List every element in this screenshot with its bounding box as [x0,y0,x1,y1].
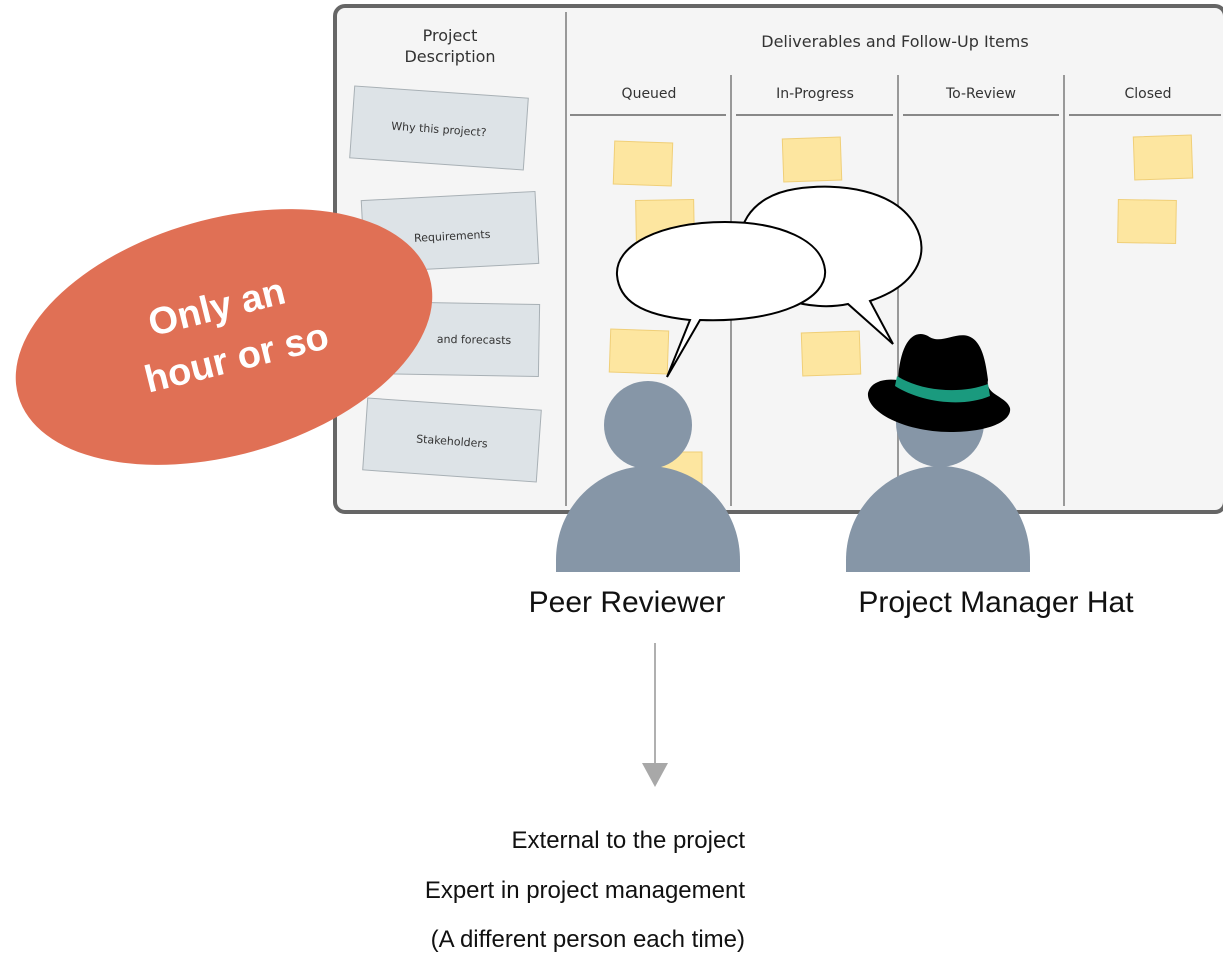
column-header-closed: Closed [1124,86,1171,102]
card-label: and forecasts [437,333,512,347]
column-header-to-review: To-Review [945,86,1016,102]
card-label: Stakeholders [416,433,489,451]
sticky-note [800,330,862,377]
project-description-title-1: Project [423,26,478,45]
speech-bubble-reviewer [615,220,827,378]
card-label: Requirements [414,228,491,245]
sticky-note [781,136,843,183]
trait-different-person: (A different person each time) [431,926,745,953]
card-why-this-project: Why this project? [349,85,529,171]
peer-reviewer-person-icon [556,381,740,572]
trait-external: External to the project [512,827,746,854]
column-header-in-progress: In-Progress [776,86,854,102]
card-stakeholders: Stakeholders [362,397,542,483]
sticky-note [1132,134,1194,181]
project-description-title-2: Description [404,47,495,66]
peer-reviewer-label: Peer Reviewer [529,586,726,619]
fedora-hat-icon [867,334,1011,432]
down-arrow-icon [642,643,668,787]
time-callout: Only an hour or so [15,209,433,465]
trait-expert: Expert in project management [425,877,746,904]
project-manager-label: Project Manager Hat [858,586,1134,619]
sticky-note [612,140,674,187]
callout-oval [15,209,433,465]
sticky-note [608,328,670,375]
column-header-queued: Queued [622,86,677,102]
deliverables-title: Deliverables and Follow-Up Items [761,32,1028,51]
sticky-note [1117,198,1177,245]
